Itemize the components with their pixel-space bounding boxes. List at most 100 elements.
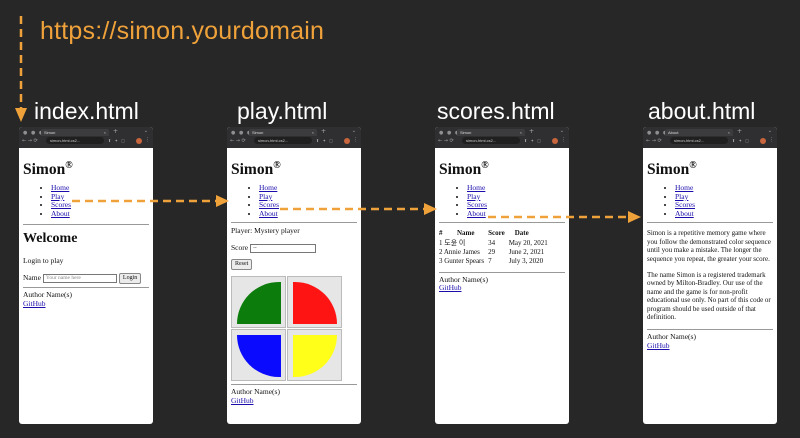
avatar[interactable] xyxy=(344,138,350,144)
nav-scores[interactable]: Scores xyxy=(675,200,695,210)
github-link[interactable]: GitHub xyxy=(647,341,670,351)
label-scores: scores.html xyxy=(437,98,555,124)
score-row: Score -- xyxy=(231,244,357,253)
github-link[interactable]: GitHub xyxy=(439,283,462,293)
label-about: about.html xyxy=(648,98,756,124)
col-rank: # xyxy=(439,229,443,238)
score-label: Score xyxy=(231,243,249,253)
extensions-icon[interactable]: ⬆ ✦ ▢ xyxy=(108,138,127,143)
nav-home[interactable]: Home xyxy=(675,182,694,192)
address-bar[interactable]: simon-html.cs2... xyxy=(46,137,104,144)
table-row: 1 도윤 이 34 May 20, 2021 xyxy=(439,239,552,248)
extensions-icon[interactable]: ⬆ ✦ ▢ xyxy=(524,138,543,143)
score-date: June 2, 2021 xyxy=(508,248,545,257)
address-bar[interactable]: simon-html.cs2... xyxy=(254,137,312,144)
game-button-red[interactable] xyxy=(287,275,342,328)
nav-play[interactable]: Play xyxy=(51,191,65,201)
col-date: Date xyxy=(514,229,529,238)
game-button-yellow[interactable] xyxy=(287,328,342,381)
nav-home[interactable]: Home xyxy=(467,182,486,192)
site-title: Simon® xyxy=(23,160,73,179)
divider xyxy=(647,222,773,224)
address-bar[interactable]: simon-html.cs2... xyxy=(462,137,520,144)
col-name: Name xyxy=(456,229,475,238)
new-tab-icon[interactable]: + xyxy=(529,128,535,135)
site-title: Simon® xyxy=(647,160,697,179)
nav-home[interactable]: Home xyxy=(259,182,278,192)
nav-scores[interactable]: Scores xyxy=(51,200,71,210)
nav-about[interactable]: About xyxy=(51,208,70,218)
menu-icon[interactable]: ⋮ xyxy=(353,137,358,143)
nav-arrows-icon[interactable]: ← → ⟳ xyxy=(438,138,454,144)
address-bar[interactable]: simon-html.cs2... xyxy=(670,137,728,144)
window-controls-icon[interactable]: ● ● ● xyxy=(231,130,253,136)
chevron-down-icon[interactable]: ⌄ xyxy=(143,128,148,134)
avatar[interactable] xyxy=(760,138,766,144)
chevron-down-icon[interactable]: ⌄ xyxy=(351,128,356,134)
browser-tab[interactable]: Simon× xyxy=(41,129,109,136)
author-name: Author Name(s) xyxy=(231,386,280,396)
score-date: July 3, 2020 xyxy=(508,257,544,266)
extensions-icon[interactable]: ⬆ ✦ ▢ xyxy=(316,138,335,143)
nav-play[interactable]: Play xyxy=(467,191,481,201)
avatar[interactable] xyxy=(552,138,558,144)
close-icon: × xyxy=(103,130,106,135)
new-tab-icon[interactable]: + xyxy=(737,128,743,135)
menu-icon[interactable]: ⋮ xyxy=(145,137,150,143)
nav-arrows-icon[interactable]: ← → ⟳ xyxy=(230,138,246,144)
browser-tab[interactable]: Simon× xyxy=(457,129,525,136)
window-controls-icon[interactable]: ● ● ● xyxy=(647,130,669,136)
site-url: https://simon.yourdomain xyxy=(40,17,325,45)
menu-icon[interactable]: ⋮ xyxy=(561,137,566,143)
nav-scores[interactable]: Scores xyxy=(259,200,279,210)
about-trademark: The name Simon is a registered trademark… xyxy=(647,270,771,321)
arrowhead-down-icon xyxy=(15,108,27,122)
game-board xyxy=(231,275,357,381)
nav-about[interactable]: About xyxy=(259,208,278,218)
browser-tab[interactable]: Simon× xyxy=(249,129,317,136)
page-content: Simon® Home Play Scores About Simon is a… xyxy=(643,148,777,351)
login-button[interactable]: Login xyxy=(118,273,142,285)
browser-tab[interactable]: About× xyxy=(665,129,733,136)
name-input[interactable]: Your name here xyxy=(42,274,117,284)
new-tab-icon[interactable]: + xyxy=(321,128,327,135)
login-prompt: Login to play xyxy=(23,256,64,266)
table-row: 2 Annie James 29 June 2, 2021 xyxy=(439,248,552,257)
chevron-down-icon[interactable]: ⌄ xyxy=(559,128,564,134)
divider xyxy=(439,271,565,273)
github-link[interactable]: GitHub xyxy=(231,395,254,405)
game-button-blue[interactable] xyxy=(231,328,286,381)
divider xyxy=(23,287,149,289)
nav-about[interactable]: About xyxy=(675,208,694,218)
arrowhead-right-icon xyxy=(628,211,641,223)
close-icon: × xyxy=(311,130,314,135)
menu-icon[interactable]: ⋮ xyxy=(769,137,774,143)
score-date: May 20, 2021 xyxy=(508,239,548,248)
nav-about[interactable]: About xyxy=(467,208,486,218)
nav-arrows-icon[interactable]: ← → ⟳ xyxy=(22,138,38,144)
nav-menu: Home Play Scores About xyxy=(231,182,357,218)
author-name: Author Name(s) xyxy=(647,332,696,342)
nav-home[interactable]: Home xyxy=(51,182,70,192)
browser-chrome: ● ● ● Simon× + ⌄ ← → ⟳ simon-html.cs2...… xyxy=(19,127,153,148)
chevron-down-icon[interactable]: ⌄ xyxy=(767,128,772,134)
extensions-icon[interactable]: ⬆ ✦ ▢ xyxy=(732,138,751,143)
nav-arrows-icon[interactable]: ← → ⟳ xyxy=(646,138,662,144)
reset-button[interactable]: Reset xyxy=(231,258,253,270)
github-link[interactable]: GitHub xyxy=(23,298,46,308)
page-content: Simon® Home Play Scores About # Name Sco… xyxy=(435,148,569,293)
new-tab-icon[interactable]: + xyxy=(113,128,119,135)
player-name: Gunter Spears xyxy=(444,257,485,266)
author-name: Author Name(s) xyxy=(23,290,72,300)
window-controls-icon[interactable]: ● ● ● xyxy=(23,130,45,136)
nav-scores[interactable]: Scores xyxy=(467,200,487,210)
game-button-green[interactable] xyxy=(231,275,286,328)
nav-play[interactable]: Play xyxy=(259,191,273,201)
author-name: Author Name(s) xyxy=(439,274,488,284)
yellow-quadrant xyxy=(293,334,337,377)
score-value: 34 xyxy=(488,239,496,248)
browser-chrome: ● ● ● About× + ⌄ ← → ⟳ simon-html.cs2...… xyxy=(643,127,777,148)
avatar[interactable] xyxy=(136,138,142,144)
window-controls-icon[interactable]: ● ● ● xyxy=(439,130,461,136)
nav-play[interactable]: Play xyxy=(675,191,689,201)
